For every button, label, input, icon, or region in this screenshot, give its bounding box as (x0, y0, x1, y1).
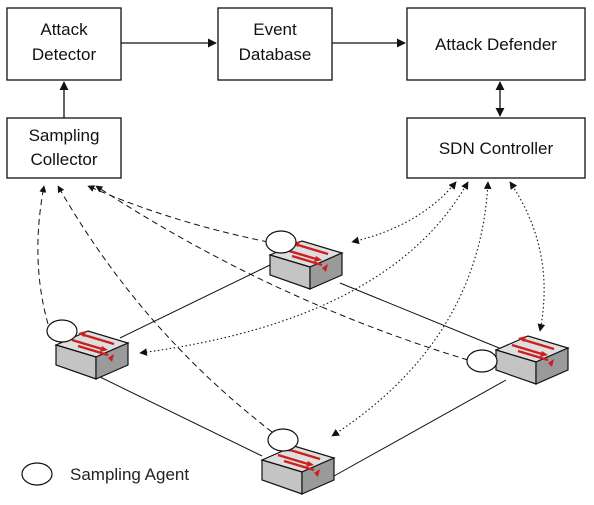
attack-detector-label-2: Detector (32, 45, 97, 64)
sampling-collector-label-2: Collector (30, 150, 97, 169)
link-right-bottom (333, 379, 507, 477)
link-top-left (119, 263, 273, 339)
control-top-switch (351, 181, 457, 245)
flow-top-switch (87, 185, 269, 243)
network-switch-icon-bottom (260, 444, 336, 496)
sdn-controller-box: SDN Controller (406, 117, 586, 179)
attack-defender-label: Attack Defender (435, 35, 557, 54)
sdn-controller-label: SDN Controller (439, 139, 554, 158)
attack-defender-box: Attack Defender (406, 7, 586, 81)
event-database-label-1: Event (253, 20, 297, 39)
attack-detector-box: Attack Detector (6, 7, 122, 81)
sampling-collector-label-1: Sampling (29, 126, 100, 145)
flow-bottom-switch (57, 185, 273, 433)
event-database-box: Event Database (217, 7, 333, 81)
control-flows (139, 181, 546, 437)
attack-detector-label-1: Attack (40, 20, 88, 39)
link-top-right (339, 282, 505, 351)
sampling-collector-box: Sampling Collector (6, 117, 122, 179)
link-left-bottom (97, 375, 263, 457)
sampling-agent-icon-left (46, 319, 78, 343)
legend-label: Sampling Agent (70, 465, 189, 484)
sampling-agent-icon-bottom (267, 428, 299, 452)
event-database-label-2: Database (239, 45, 312, 64)
network-switch-icon-right (494, 334, 570, 386)
flow-left-switch (37, 185, 49, 325)
legend-sampling-agent-icon (21, 462, 53, 486)
sampling-agent-icon-right (466, 349, 498, 373)
control-bottom-switch (331, 181, 492, 437)
sampling-agent-icon-top (265, 230, 297, 254)
legend: Sampling Agent (21, 462, 189, 486)
switch-links (97, 263, 507, 477)
control-right-switch (509, 181, 546, 332)
